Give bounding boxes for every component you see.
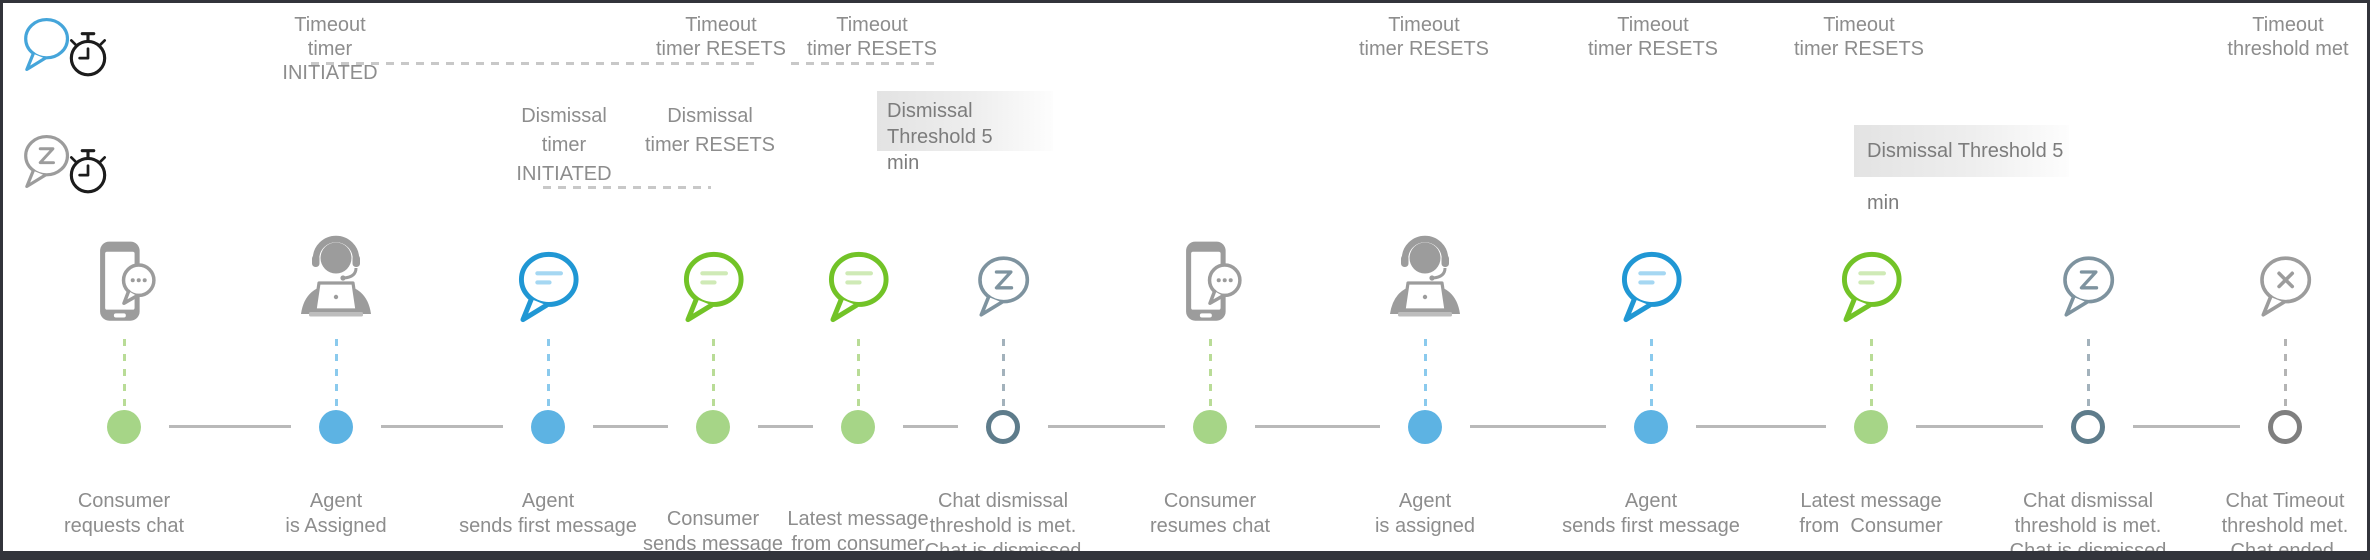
step-label: Chat Timeout threshold met. Chat ended. <box>2221 490 2349 560</box>
phone-chat-icon <box>78 237 170 329</box>
drop-line <box>1649 339 1653 409</box>
drop-line <box>856 339 860 409</box>
timeline-connector <box>169 425 291 428</box>
green-chat-bubble-icon <box>675 246 751 328</box>
agent-headset-icon <box>284 231 388 331</box>
timeline-connector <box>903 425 958 428</box>
timeline-dot-hollow <box>986 410 1020 444</box>
step-label: Agent sends first message <box>459 490 637 537</box>
timeout-timer-resets-label-3: Timeout timer RESETS <box>1358 14 1490 60</box>
snooze-bubble-icon <box>970 251 1036 322</box>
phone-chat-icon <box>1164 237 1256 329</box>
drop-line <box>1869 339 1873 409</box>
timeline-connector <box>758 425 813 428</box>
timeline-dot-green <box>696 410 730 444</box>
timeline-dot-blue <box>1408 410 1442 444</box>
blue-chat-bubble-icon <box>1613 246 1689 328</box>
timeline-connector <box>2133 425 2240 428</box>
green-chat-bubble-icon <box>1833 246 1909 328</box>
dismissal-threshold-box-2: Dismissal Threshold 5 min <box>1854 125 2069 214</box>
drop-line <box>2086 339 2090 409</box>
step-label: Consumer resumes chat <box>1149 490 1271 537</box>
timeout-threshold-met-label: Timeout threshold met <box>2227 14 2349 60</box>
timeline-dot-blue <box>319 410 353 444</box>
drop-line <box>1423 339 1427 409</box>
dismissal-timer-initiated-label: Dismissal timer INITIATED <box>516 105 612 185</box>
timeline-dot-hollow <box>2268 410 2302 444</box>
timeline-connector <box>1048 425 1165 428</box>
drop-line <box>1001 339 1005 409</box>
step-label: Agent is Assigned <box>285 490 387 537</box>
timeout-timer-resets-label-5: Timeout timer RESETS <box>1793 14 1925 60</box>
snooze-bubble-icon <box>2055 251 2121 322</box>
timeline-dot-blue <box>531 410 565 444</box>
timeout-timer-initiated-label: Timeout timer INITIATED <box>282 14 378 84</box>
timeline-dot-green <box>841 410 875 444</box>
drop-line <box>546 339 550 409</box>
dismissal-timer-resets-label: Dismissal timer RESETS <box>644 105 776 156</box>
green-chat-bubble-icon <box>820 246 896 328</box>
step-label: Agent is assigned <box>1374 490 1476 537</box>
timeline-connector <box>1916 425 2043 428</box>
blue-chat-bubble-icon <box>510 246 586 328</box>
timeline-dot-hollow <box>2071 410 2105 444</box>
dismissal-threshold-box-1: Dismissal Threshold 5 min <box>877 91 1053 174</box>
dismissal-timer-legend-icon <box>15 129 107 194</box>
step-label: Latest message from Consumer <box>1799 490 1943 537</box>
step-label: Agent sends first message <box>1562 490 1740 537</box>
timeline-connector <box>1470 425 1606 428</box>
close-chat-bubble-icon <box>2252 251 2318 322</box>
timeout-timer-resets-label-4: Timeout timer RESETS <box>1587 14 1719 60</box>
dismissal-dashed-line <box>543 186 711 189</box>
timeline-connector <box>381 425 503 428</box>
drop-line <box>2283 339 2287 409</box>
step-label: Consumer requests chat <box>63 490 185 537</box>
step-label: Latest message from consumer <box>787 508 929 555</box>
step-label: Chat dismissal threshold is met. Chat is… <box>2009 490 2167 560</box>
step-label: Consumer sends message <box>642 508 784 555</box>
timeout-timer-resets-label-1: Timeout timer RESETS <box>655 14 787 60</box>
timeout-timer-resets-label-2: Timeout timer RESETS <box>806 14 938 60</box>
timeline-connector <box>1696 425 1826 428</box>
timeline-dot-green <box>1854 410 1888 444</box>
timeout-dashed-line-1 <box>311 62 756 65</box>
timeline-dot-green <box>107 410 141 444</box>
timeline-dot-green <box>1193 410 1227 444</box>
timeline-connector <box>1255 425 1380 428</box>
agent-headset-icon <box>1373 231 1477 331</box>
timeline-dot-blue <box>1634 410 1668 444</box>
timeout-dashed-line-2 <box>791 62 938 65</box>
drop-line <box>711 339 715 409</box>
timeline-connector <box>593 425 668 428</box>
drop-line <box>334 339 338 409</box>
timeout-timer-legend-icon <box>24 17 107 77</box>
drop-line <box>1208 339 1212 409</box>
step-label: Chat dismissal threshold is met. Chat is… <box>924 490 1082 560</box>
drop-line <box>122 339 126 409</box>
